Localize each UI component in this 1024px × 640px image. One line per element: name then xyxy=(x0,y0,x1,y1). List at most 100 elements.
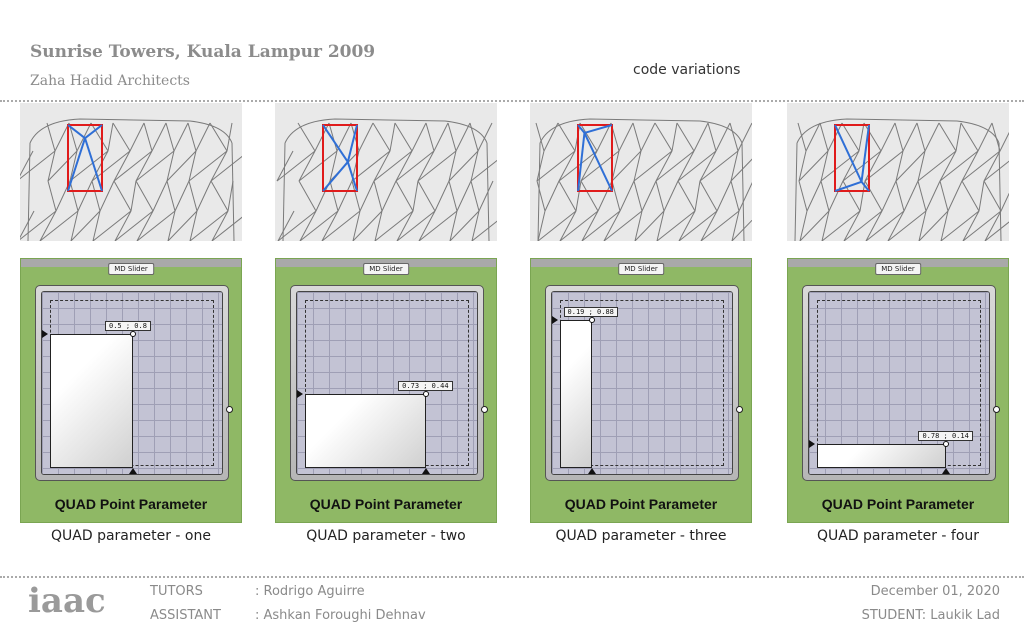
wire-edge xyxy=(130,180,137,212)
wire-edge xyxy=(54,122,70,152)
variation-caption: QUAD parameter - two xyxy=(306,528,466,544)
wire-edge xyxy=(693,122,709,152)
md-slider-tag[interactable]: MD Slider xyxy=(363,263,409,275)
wire-edge xyxy=(738,181,752,212)
split-line xyxy=(346,161,358,192)
wire-edge xyxy=(962,210,1002,241)
wire-edge xyxy=(947,180,963,212)
wire-edge xyxy=(174,180,190,212)
wire-edge xyxy=(196,180,212,212)
wire-edge xyxy=(47,180,57,212)
tower-wireframe xyxy=(276,118,497,241)
wire-edge xyxy=(165,122,175,152)
variation-caption: QUAD parameter - one xyxy=(51,528,211,544)
wire-edge xyxy=(863,122,882,152)
slider-value-label: 0.73 ; 0.44 xyxy=(398,381,453,392)
wire-edge xyxy=(226,122,233,152)
split-line xyxy=(860,124,870,182)
wire-edge xyxy=(918,210,927,241)
tower-render xyxy=(787,103,1009,241)
wire-edge xyxy=(917,150,926,182)
slider-value-label: 0.5 ; 0.8 xyxy=(105,320,151,331)
wire-edge xyxy=(535,122,545,152)
wire-edge xyxy=(634,210,643,241)
wire-edge xyxy=(961,150,979,182)
wire-edge xyxy=(447,122,457,152)
wire-edge xyxy=(113,180,132,212)
tower-roofline xyxy=(284,118,488,144)
md-slider-tag[interactable]: MD Slider xyxy=(875,263,921,275)
md-slider-area[interactable]: 0.19 ; 0.88 xyxy=(551,291,733,475)
wire-edge xyxy=(188,180,198,212)
wire-edge xyxy=(677,150,695,182)
wire-edge xyxy=(448,150,479,182)
wire-edge xyxy=(173,122,189,152)
md-slider-panel: MD Slider 0.19 ; 0.88 QUAD Point Paramet… xyxy=(530,258,752,523)
md-slider-area[interactable]: 0.78 ; 0.14 xyxy=(808,291,990,475)
top-divider xyxy=(0,100,1024,102)
slider-handle[interactable] xyxy=(423,391,430,398)
wire-edge xyxy=(603,210,643,241)
wire-edge xyxy=(395,150,413,182)
md-slider-tag[interactable]: MD Slider xyxy=(108,263,154,275)
wire-edge xyxy=(166,180,176,212)
tower-edge-right xyxy=(998,142,1002,241)
wire-edge xyxy=(656,210,665,241)
wire-edge xyxy=(455,122,471,152)
split-line xyxy=(67,137,86,192)
output-port[interactable] xyxy=(481,406,488,413)
wire-edge xyxy=(277,210,317,241)
wire-edge xyxy=(805,122,821,152)
wire-edge xyxy=(799,210,830,241)
wire-edge xyxy=(938,122,957,152)
tutors-label: TUTORS xyxy=(150,584,203,599)
wire-edge xyxy=(113,150,153,182)
wire-edge xyxy=(107,122,114,152)
date: December 01, 2020 xyxy=(870,584,1000,599)
quad-split-lines xyxy=(577,124,613,192)
wire-edge xyxy=(654,122,673,152)
slider-fill xyxy=(817,444,947,468)
output-port[interactable] xyxy=(993,406,1000,413)
split-line xyxy=(834,180,862,192)
wire-edge xyxy=(917,180,927,212)
wire-edge xyxy=(359,180,375,212)
wire-edge xyxy=(633,150,642,182)
wire-edge xyxy=(352,210,383,241)
md-slider-tag[interactable]: MD Slider xyxy=(618,263,664,275)
wire-edge xyxy=(195,122,211,152)
wire-edge xyxy=(39,210,79,241)
wire-edge xyxy=(798,150,829,182)
slider-fill xyxy=(50,333,133,468)
wire-edge xyxy=(611,150,642,182)
wire-edge xyxy=(887,210,927,241)
wire-edge xyxy=(580,180,599,212)
wire-edge xyxy=(671,122,678,152)
wire-edge xyxy=(939,150,979,182)
wire-edge xyxy=(321,210,339,241)
slider-handle[interactable] xyxy=(588,317,595,324)
wire-edge xyxy=(358,122,374,152)
md-slider-area[interactable]: 0.73 ; 0.44 xyxy=(296,291,478,475)
wire-edge xyxy=(70,210,101,241)
output-port[interactable] xyxy=(226,406,233,413)
wire-edge xyxy=(841,122,860,152)
wire-edge xyxy=(676,122,695,152)
md-slider-frame: 0.5 ; 0.8 xyxy=(35,285,233,481)
student: STUDENT: Laukik Lad xyxy=(861,608,1000,623)
md-slider-area[interactable]: 0.5 ; 0.8 xyxy=(41,291,223,475)
wire-edge xyxy=(961,180,980,212)
wire-edge xyxy=(69,150,78,182)
wire-edge xyxy=(298,150,338,182)
slider-handle[interactable] xyxy=(130,330,136,337)
wire-edge xyxy=(843,210,861,241)
wire-edge xyxy=(449,210,458,241)
wire-edge xyxy=(983,150,1001,182)
wire-edge xyxy=(821,210,861,241)
v-marker-icon xyxy=(42,329,48,338)
output-port[interactable] xyxy=(736,406,743,413)
slider-value-label: 0.78 ; 0.14 xyxy=(918,431,973,442)
wire-edge xyxy=(581,210,621,241)
wire-edge xyxy=(559,210,577,241)
wire-edge xyxy=(581,210,599,241)
